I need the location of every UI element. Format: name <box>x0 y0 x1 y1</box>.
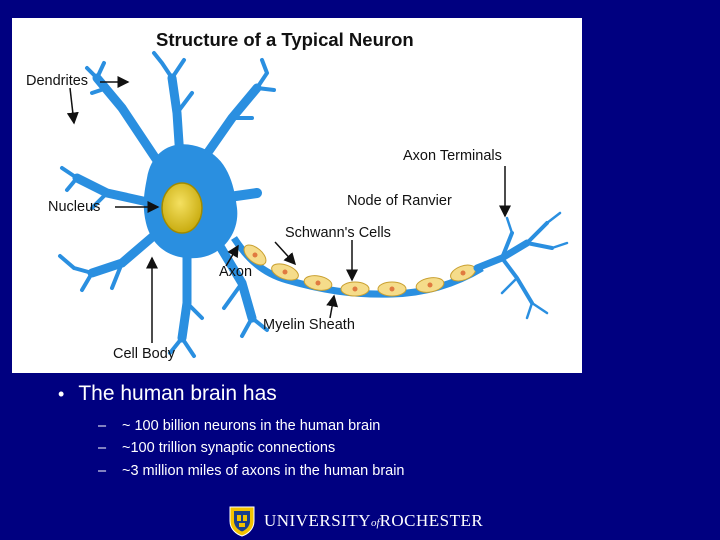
axon-terminals <box>473 211 569 320</box>
bullet-main-text: The human brain has <box>78 382 277 405</box>
sub-bullet-text: ~3 million miles of axons in the human b… <box>122 463 405 479</box>
wordmark-university: UNIVERSITY <box>264 511 371 530</box>
label-dendrites: Dendrites <box>26 73 89 89</box>
sub-bullet-3: –~3 million miles of axons in the human … <box>98 463 405 479</box>
bullet-dot-icon: • <box>58 383 65 404</box>
label-node-of-ranvier: Node of Ranvier <box>347 193 452 209</box>
label-axon: Axon <box>219 264 253 280</box>
bullet-main: • The human brain has <box>58 382 277 406</box>
dendrites <box>58 51 276 358</box>
dash-icon: – <box>98 440 107 456</box>
dash-icon: – <box>98 418 107 434</box>
neuron-diagram: Structure of a Typical Neuron Dendrites … <box>12 18 582 373</box>
sub-bullet-1: –~ 100 billion neurons in the human brai… <box>98 418 380 434</box>
label-myelin-sheath: Myelin Sheath <box>263 317 355 333</box>
university-footer: UNIVERSITYofROCHESTER <box>228 505 483 537</box>
sub-bullet-text: ~100 trillion synaptic connections <box>122 440 336 456</box>
bullet-section: • The human brain has <box>58 382 277 406</box>
neuron-illustration <box>58 51 569 358</box>
wordmark-of: of <box>371 517 380 529</box>
schwann-nuclei <box>252 252 466 292</box>
sub-bullet-text: ~ 100 billion neurons in the human brain <box>122 418 381 434</box>
figure-title: Structure of a Typical Neuron <box>156 29 414 50</box>
label-cell-body: Cell Body <box>113 346 176 362</box>
wordmark-rochester: ROCHESTER <box>379 511 484 530</box>
university-seal-icon <box>229 506 255 537</box>
nucleus-shape <box>161 182 203 234</box>
dash-icon: – <box>98 463 107 479</box>
label-axon-terminals: Axon Terminals <box>403 148 502 164</box>
label-arrows <box>66 76 511 343</box>
sub-bullet-2: –~100 trillion synaptic connections <box>98 440 335 456</box>
university-wordmark: UNIVERSITYofROCHESTER <box>264 511 483 531</box>
label-schwann-cells: Schwann's Cells <box>285 225 391 241</box>
label-nucleus: Nucleus <box>48 199 101 215</box>
